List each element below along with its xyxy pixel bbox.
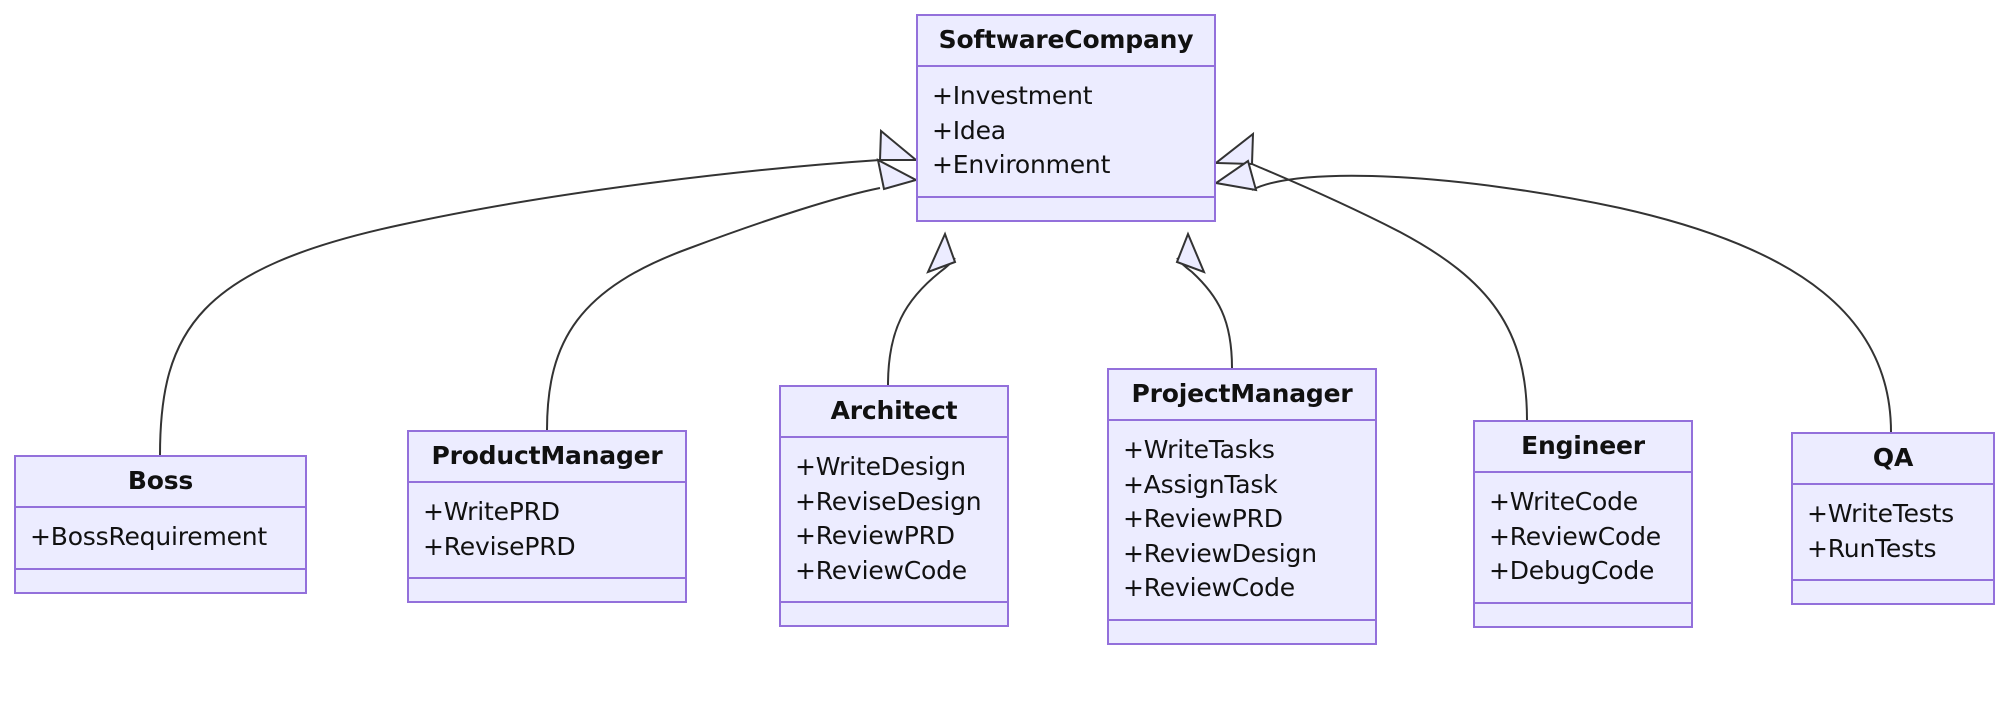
- class-attribute: +DebugCode: [1489, 556, 1655, 585]
- class-attribute: +RunTests: [1807, 533, 1937, 563]
- class-attributes-compartment: +WritePRD +RevisePRD: [409, 483, 685, 579]
- class-title: SoftwareCompany: [918, 16, 1214, 67]
- class-title: Architect: [781, 387, 1007, 438]
- class-attribute: +Idea: [932, 115, 1006, 145]
- generalization-arrowhead-icon: [1213, 159, 1258, 192]
- edge-architect-to-softwarecompany: [887, 231, 957, 386]
- class-attribute: +Investment: [932, 81, 1093, 110]
- class-attribute: +BossRequirement: [30, 522, 268, 551]
- class-methods-compartment: [918, 198, 1214, 220]
- class-methods-compartment: [1793, 581, 1993, 603]
- class-methods-compartment: [409, 579, 685, 601]
- class-methods-compartment: [1475, 604, 1691, 626]
- class-attributes-compartment: +BossRequirement: [16, 508, 305, 570]
- class-attributes-compartment: +WriteTests +RunTests: [1793, 485, 1993, 581]
- class-box-software-company[interactable]: SoftwareCompany +Investment +Idea +Envir…: [916, 14, 1216, 222]
- class-box-product-manager[interactable]: ProductManager +WritePRD +RevisePRD: [407, 430, 687, 603]
- generalization-arrowhead-icon: [876, 158, 919, 191]
- class-title: Engineer: [1475, 422, 1691, 473]
- class-attribute: +Environment: [932, 150, 1111, 179]
- class-title: ProjectManager: [1109, 370, 1375, 421]
- class-attribute: +ReviewPRD: [1123, 504, 1283, 533]
- class-attribute: +WriteTasks: [1123, 435, 1275, 464]
- class-attributes-compartment: +WriteDesign +ReviseDesign +ReviewPRD +R…: [781, 438, 1007, 603]
- class-attribute: +WritePRD: [423, 497, 560, 526]
- class-title: Boss: [16, 457, 305, 508]
- class-attribute: +RevisePRD: [423, 531, 576, 561]
- class-box-architect[interactable]: Architect +WriteDesign +ReviseDesign +Re…: [779, 385, 1009, 627]
- class-methods-compartment: [16, 570, 305, 592]
- generalization-arrowhead-icon: [926, 231, 957, 274]
- class-attribute: +ReviewCode: [1123, 573, 1295, 602]
- class-attribute: +WriteTests: [1807, 499, 1955, 528]
- generalization-arrowhead-icon: [878, 128, 919, 161]
- edge-projectmanager-to-softwarecompany: [1175, 231, 1233, 369]
- class-attribute: +ReviewDesign: [1123, 538, 1317, 568]
- class-attribute: +ReviseDesign: [795, 486, 982, 516]
- class-attribute: +ReviewCode: [795, 555, 967, 585]
- class-attribute: +AssignTask: [1123, 469, 1278, 499]
- class-attribute: +WriteDesign: [795, 452, 966, 481]
- class-box-engineer[interactable]: Engineer +WriteCode +ReviewCode +DebugCo…: [1473, 420, 1693, 628]
- generalization-arrowhead-icon: [1175, 231, 1206, 274]
- class-attributes-compartment: +Investment +Idea +Environment: [918, 67, 1214, 198]
- class-title: QA: [1793, 434, 1993, 485]
- class-attribute: +ReviewCode: [1489, 521, 1661, 551]
- class-attribute: +WriteCode: [1489, 487, 1638, 516]
- class-attributes-compartment: +WriteCode +ReviewCode +DebugCode: [1475, 473, 1691, 604]
- class-methods-compartment: [781, 603, 1007, 625]
- class-box-qa[interactable]: QA +WriteTests +RunTests: [1791, 432, 1995, 605]
- class-attribute: +ReviewPRD: [795, 521, 955, 550]
- class-attributes-compartment: +WriteTasks +AssignTask +ReviewPRD +Revi…: [1109, 421, 1375, 621]
- generalization-arrowhead-icon: [1213, 131, 1255, 166]
- class-methods-compartment: [1109, 621, 1375, 643]
- class-title: ProductManager: [409, 432, 685, 483]
- class-box-project-manager[interactable]: ProjectManager +WriteTasks +AssignTask +…: [1107, 368, 1377, 645]
- class-box-boss[interactable]: Boss +BossRequirement: [14, 455, 307, 594]
